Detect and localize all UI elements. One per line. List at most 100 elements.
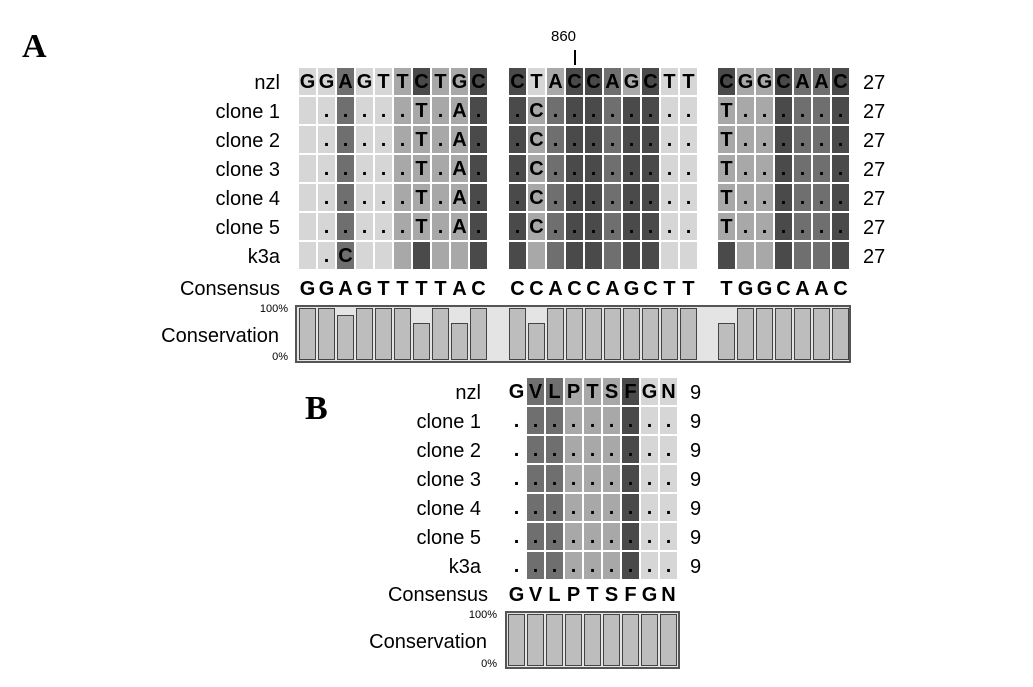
conservation-bar: [756, 308, 773, 360]
consensus-residue: C: [833, 278, 848, 300]
residue: .: [342, 158, 349, 180]
alignment-cell: [583, 436, 602, 463]
alignment-cell: [565, 213, 584, 240]
alignment-cell: [584, 126, 603, 153]
residue: A: [795, 71, 810, 93]
alignment-cell: [431, 97, 450, 124]
residue: .: [571, 100, 578, 122]
alignment-cell: [508, 184, 527, 211]
consensus-residue: G: [299, 278, 316, 300]
consensus-residue: C: [567, 278, 582, 300]
residue: .: [685, 100, 692, 122]
alignment-cell: [508, 213, 527, 240]
conservation-bar: [508, 614, 525, 666]
residue: .: [323, 216, 330, 238]
residue: .: [609, 187, 616, 209]
residue: A: [452, 158, 467, 180]
residue: .: [323, 158, 330, 180]
residue: .: [609, 158, 616, 180]
residue: .: [513, 555, 520, 577]
residue: .: [437, 187, 444, 209]
alignment-cell: [469, 242, 488, 269]
row-length: 27: [863, 130, 886, 152]
residue: .: [532, 526, 539, 548]
alignment-cell: [755, 155, 774, 182]
alignment-cell: [621, 494, 640, 521]
alignment-cell: [545, 378, 564, 405]
residue: .: [552, 158, 559, 180]
alignment-cell: [812, 97, 831, 124]
residue: .: [742, 129, 749, 151]
consensus-residue: N: [661, 584, 676, 606]
consensus-label: Consensus: [387, 584, 488, 606]
residue: .: [818, 100, 825, 122]
residue: C: [529, 129, 544, 151]
residue: .: [742, 100, 749, 122]
alignment-cell: [545, 465, 564, 492]
alignment-cell: [374, 184, 393, 211]
alignment-cell: [831, 97, 850, 124]
alignment-cell: [393, 97, 412, 124]
alignment-cell: [793, 97, 812, 124]
residue: A: [814, 71, 829, 93]
consensus-residue: T: [720, 278, 733, 300]
sequence-label: clone 1: [416, 411, 482, 433]
residue: .: [609, 216, 616, 238]
residue: C: [776, 71, 791, 93]
residue: .: [437, 129, 444, 151]
alignment-cell: [508, 155, 527, 182]
residue: .: [589, 555, 596, 577]
alignment-cell: [450, 68, 469, 95]
alignment-cell: [545, 436, 564, 463]
alignment-cell: [355, 97, 374, 124]
alignment-cell: [336, 242, 355, 269]
alignment-cell: [755, 242, 774, 269]
alignment-cell: [507, 436, 526, 463]
conservation-min-label: 0%: [481, 658, 497, 670]
alignment-cell: [393, 184, 412, 211]
sequence-label: nzl: [455, 382, 481, 404]
alignment-cell: [736, 126, 755, 153]
alignment-cell: [622, 68, 641, 95]
alignment-cell: [564, 378, 583, 405]
row-length: 27: [863, 101, 886, 123]
row-length: 27: [863, 72, 886, 94]
alignment-cell: [621, 378, 640, 405]
residue: .: [571, 187, 578, 209]
residue: N: [661, 381, 676, 403]
alignment-cell: [622, 184, 641, 211]
alignment-cell: [736, 242, 755, 269]
residue: .: [399, 158, 406, 180]
alignment-cell: [602, 436, 621, 463]
alignment-cell: [431, 213, 450, 240]
alignment-cell: [602, 378, 621, 405]
alignment-cell: [565, 126, 584, 153]
sequence-label: nzl: [254, 72, 280, 94]
row-length: 9: [690, 440, 702, 462]
conservation-bar: [394, 308, 411, 360]
residue: .: [514, 158, 521, 180]
residue: A: [548, 71, 563, 93]
conservation-bar: [528, 323, 545, 360]
alignment-cell: [831, 213, 850, 240]
conservation-min-label: 0%: [272, 351, 288, 363]
alignment-cell: [793, 155, 812, 182]
residue: .: [627, 439, 634, 461]
conservation-bar: [794, 308, 811, 360]
alignment-cell: [640, 494, 659, 521]
residue: .: [437, 216, 444, 238]
alignment-cell: [660, 97, 679, 124]
alignment-cell: [736, 97, 755, 124]
residue: .: [742, 158, 749, 180]
alignment-cell: [659, 465, 678, 492]
residue: T: [415, 129, 428, 151]
residue: A: [452, 129, 467, 151]
conservation-bar: [623, 308, 640, 360]
alignment-cell: [640, 465, 659, 492]
residue: .: [342, 216, 349, 238]
conservation-bar: [641, 614, 658, 666]
residue: .: [323, 245, 330, 267]
alignment-cell: [507, 407, 526, 434]
alignment-cell: [736, 213, 755, 240]
residue: .: [323, 129, 330, 151]
